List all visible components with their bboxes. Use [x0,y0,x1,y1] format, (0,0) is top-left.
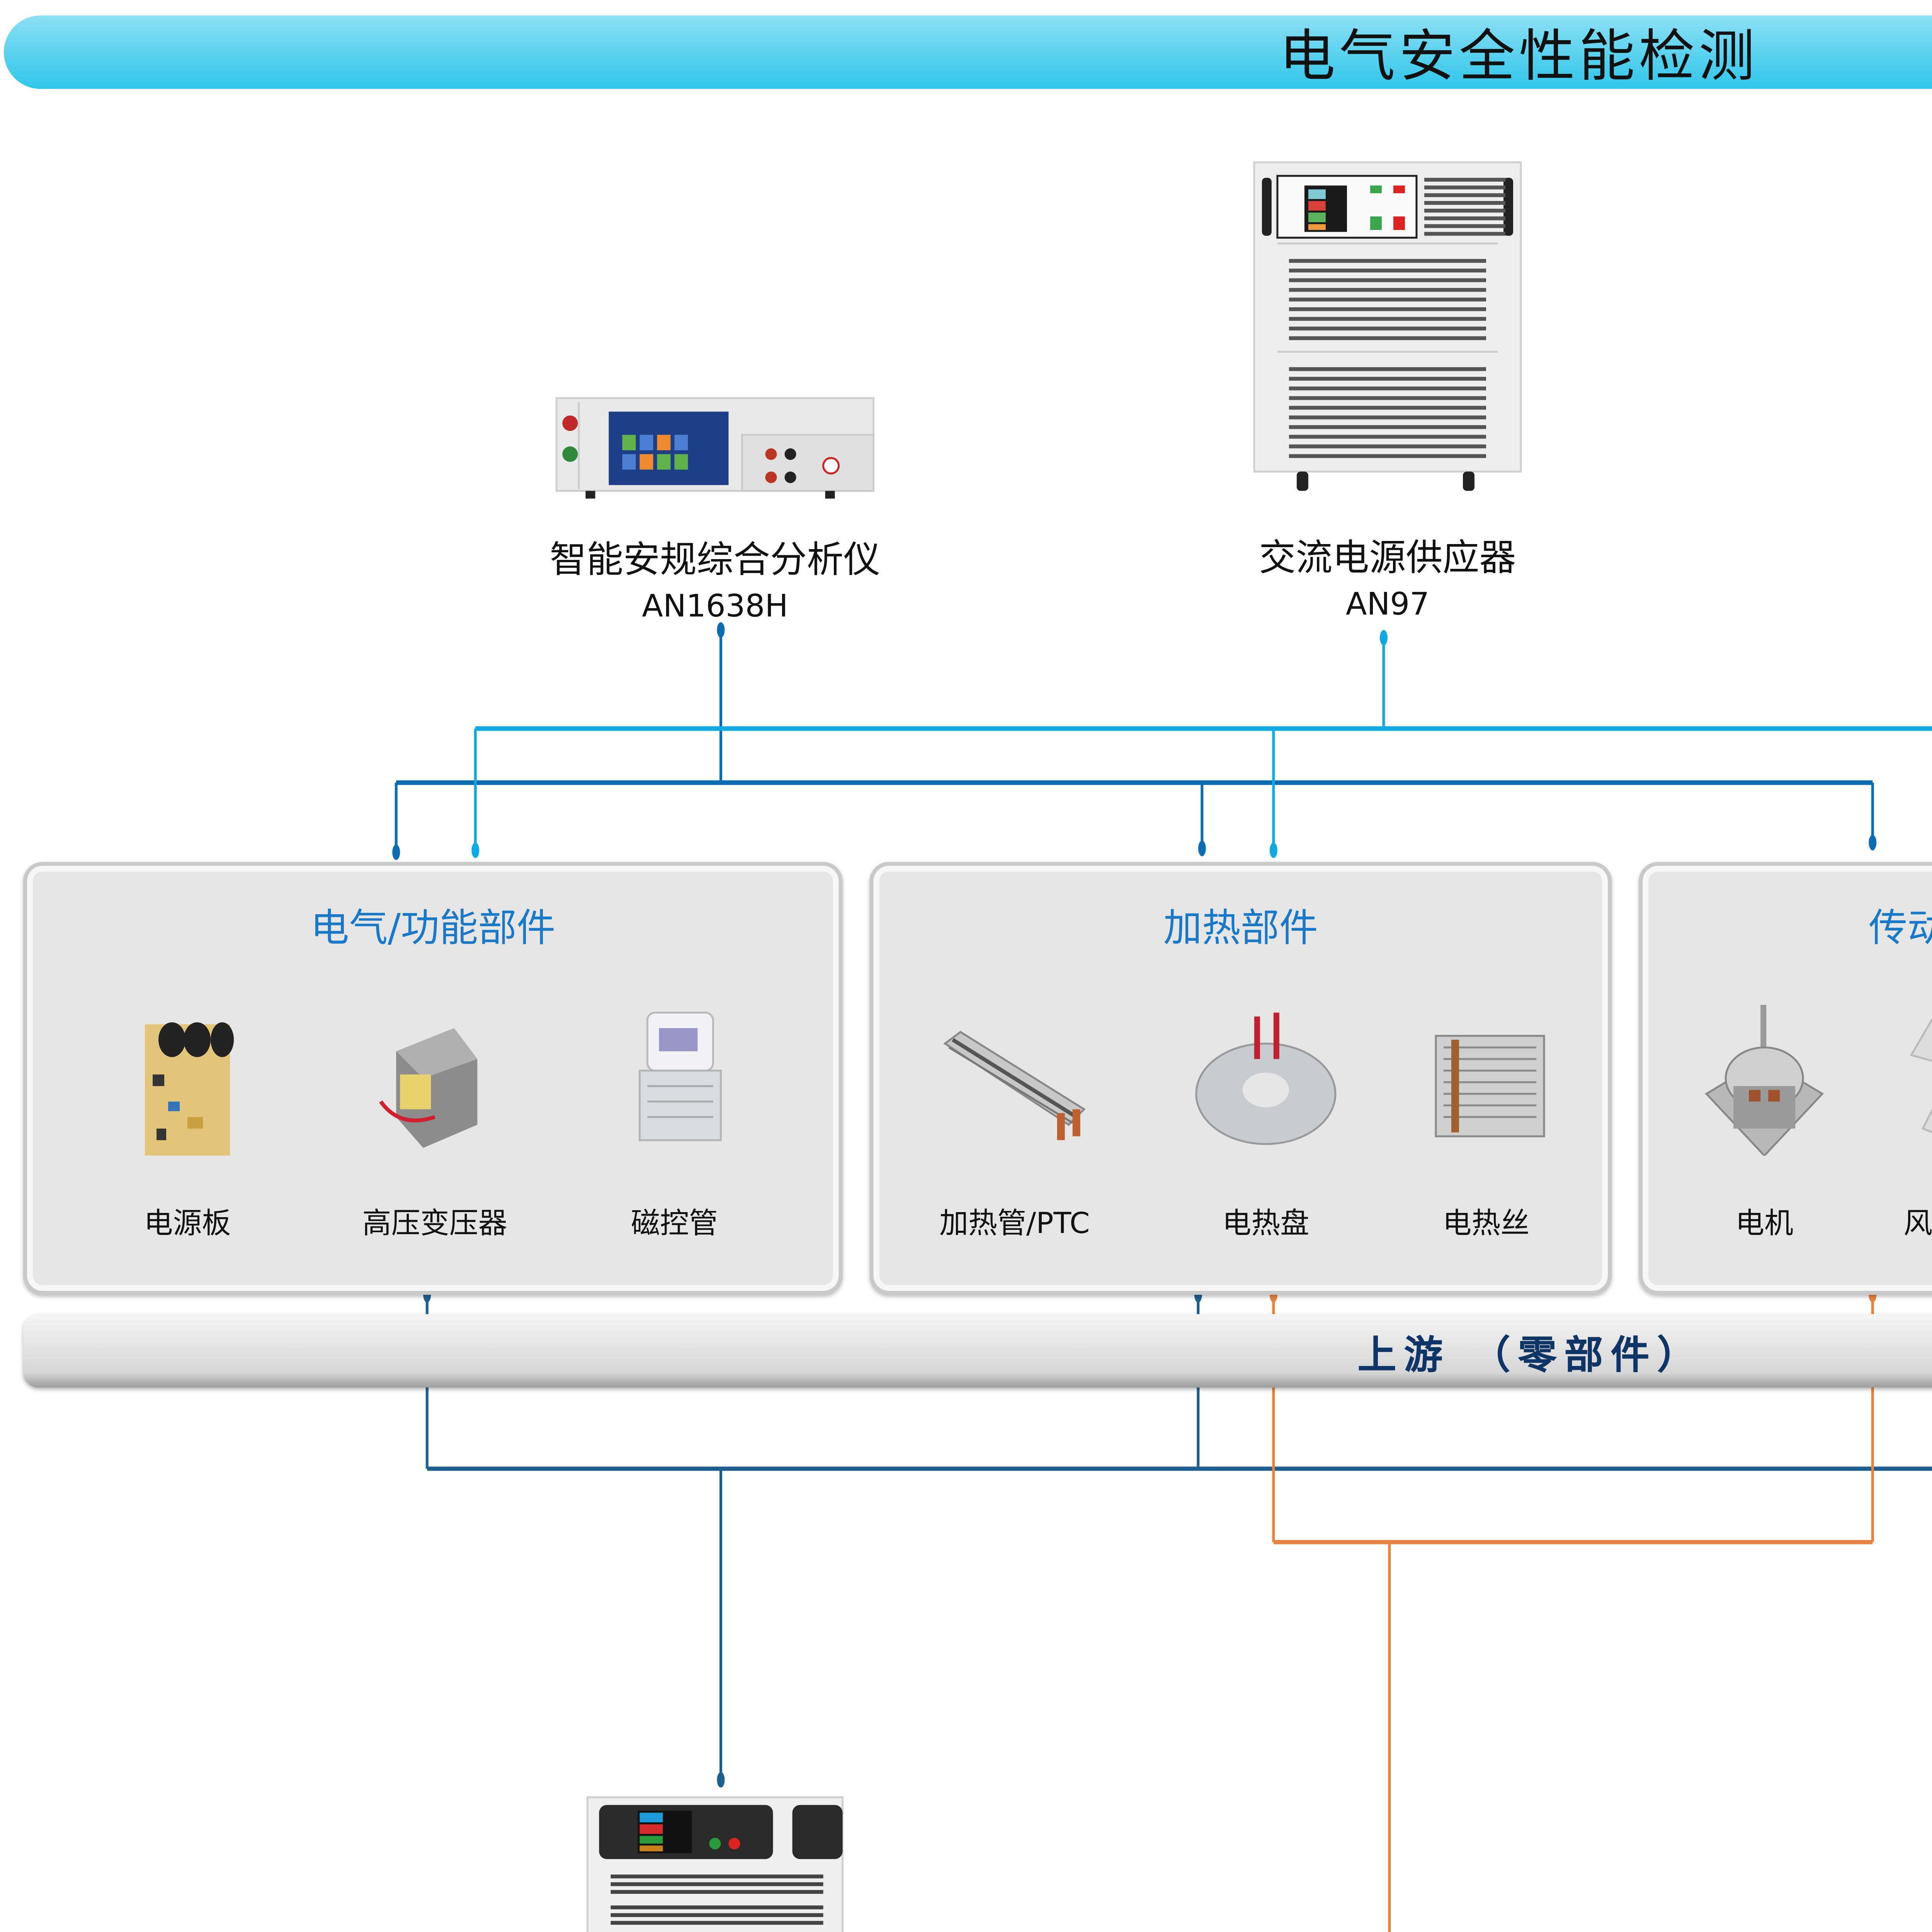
instrument-model: AN97 [1345,585,1430,622]
line-an1638h [395,628,1874,856]
connector-dot [1379,630,1388,646]
part-magnetron[interactable]: 磁控管 [568,1001,781,1243]
instrument-an97[interactable]: 交流电源供应器 AN97 [1194,158,1581,622]
line-an87400 [1272,1291,1874,1932]
connector-dot [1269,842,1277,858]
part-power-board[interactable]: 电源板 [81,1001,294,1243]
connector-dot [717,622,725,638]
part-label: 电热盘 [1222,1206,1310,1241]
part-label: 风扇电机 [1903,1206,1932,1241]
part-label: 加热管/PTC [939,1206,1090,1241]
ac-power-cabinet-icon [1250,158,1525,491]
group-transmission[interactable]: 传动部件 电机 风扇电机 压缩机 [1639,862,1932,1295]
instrument-name: 交流电源供应器 [1259,537,1516,580]
ac-power-supply-icon [583,1793,846,1932]
part-fan-motor[interactable]: 风扇电机 [1855,1001,1932,1243]
instrument-anfh[interactable]: 交流电源供应器 ANFH [522,1793,908,1932]
part-label: 高压变压器 [362,1206,507,1241]
part-heating-wire[interactable]: 电热丝 [1380,1001,1592,1243]
magnetron-icon [597,1001,752,1156]
connector-dot [717,1772,725,1788]
fan-motor-icon [1884,1001,1932,1156]
connector-dot [1198,840,1206,856]
power-board-icon [110,1001,265,1156]
group-heating[interactable]: 加热部件 加热管/PTC 电热盘 电热丝 [869,862,1612,1295]
part-heating-plate[interactable]: 电热盘 [1160,1001,1372,1243]
part-ptc-heater[interactable]: 加热管/PTC [908,1001,1121,1243]
instrument-model: AN1638H [642,587,788,624]
group-title: 加热部件 [1163,904,1318,951]
connector-dot [392,844,400,860]
safety-analyzer-icon [554,396,875,504]
connector-dot [1869,835,1877,850]
ptc-heater-icon [937,1001,1092,1156]
upstream-label: 上游 （零部件） [1357,1330,1704,1377]
part-label: 电机 [1735,1206,1794,1241]
group-title: 电气/功能部件 [310,904,556,951]
group-electrical-functional[interactable]: 电气/功能部件 电源板 高压变压器 磁控管 [23,862,843,1295]
heating-wire-icon [1409,1001,1563,1156]
upstream-bar: 上游 （零部件） [23,1314,1932,1388]
instrument-name: 智能安规综合分析仪 [549,539,881,582]
motor-icon [1687,1001,1842,1157]
heating-plate-icon [1189,1001,1343,1156]
part-transformer[interactable]: 高压变压器 [328,1001,541,1243]
part-label: 电热丝 [1442,1206,1530,1241]
part-motor[interactable]: 电机 [1658,1001,1871,1243]
connector-dot [471,842,480,858]
part-label: 磁控管 [631,1206,718,1241]
line-an97 [474,634,1932,856]
transformer-icon [357,1001,512,1156]
group-title: 传动部件 [1869,904,1932,951]
electrical-safety-banner: 电气安全性能检测 [4,15,1932,89]
instrument-an1638h[interactable]: 智能安规综合分析仪 AN1638H [522,396,908,624]
electrical-safety-title: 电气安全性能检测 [1279,23,1759,89]
part-label: 电源板 [144,1206,231,1241]
